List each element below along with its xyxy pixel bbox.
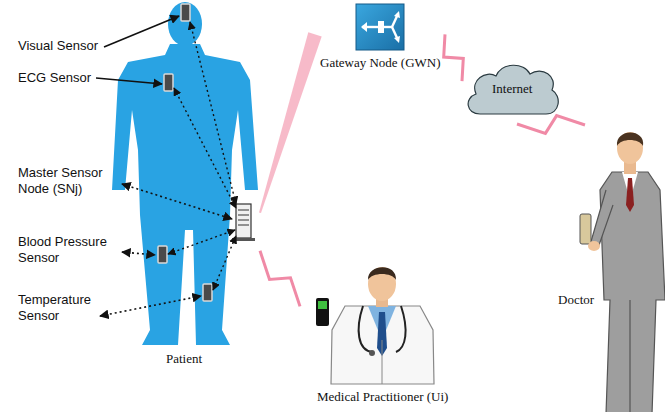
node-label: Patient [166,352,202,367]
master-node-icon [232,204,255,241]
gateway-node: Gateway Node (GWN) [315,2,445,74]
wireless-link [517,116,585,134]
sensor-label: Master Sensor Node (SNj) [18,165,118,196]
sensor-label: Blood Pressure Sensor [18,234,118,265]
body-links [168,22,236,290]
sensor-label: Visual Sensor [18,38,118,54]
patient-figure [112,2,258,345]
gateway-icon [356,4,404,50]
wireless-link [259,32,322,213]
leader-lines [96,16,232,316]
patient-node: Patient [108,0,260,380]
wireless-link [444,34,464,81]
practitioner-node: Medical Practitioner (Ui) [300,262,465,410]
doctor-figure [580,132,665,412]
node-label: Doctor [558,293,594,308]
internet-cloud: Internet [462,58,562,124]
doctor-node: Doctor [552,125,662,410]
node-label: Internet [492,82,532,97]
wireless-link [260,251,300,307]
practitioner-figure [316,267,434,384]
sensor-label: ECG Sensor [18,70,118,86]
node-label: Gateway Node (GWN) [320,56,441,71]
sensor-icons [158,4,212,301]
sensor-label: Temperature Sensor [18,292,108,323]
node-label: Medical Practitioner (Ui) [317,390,448,405]
